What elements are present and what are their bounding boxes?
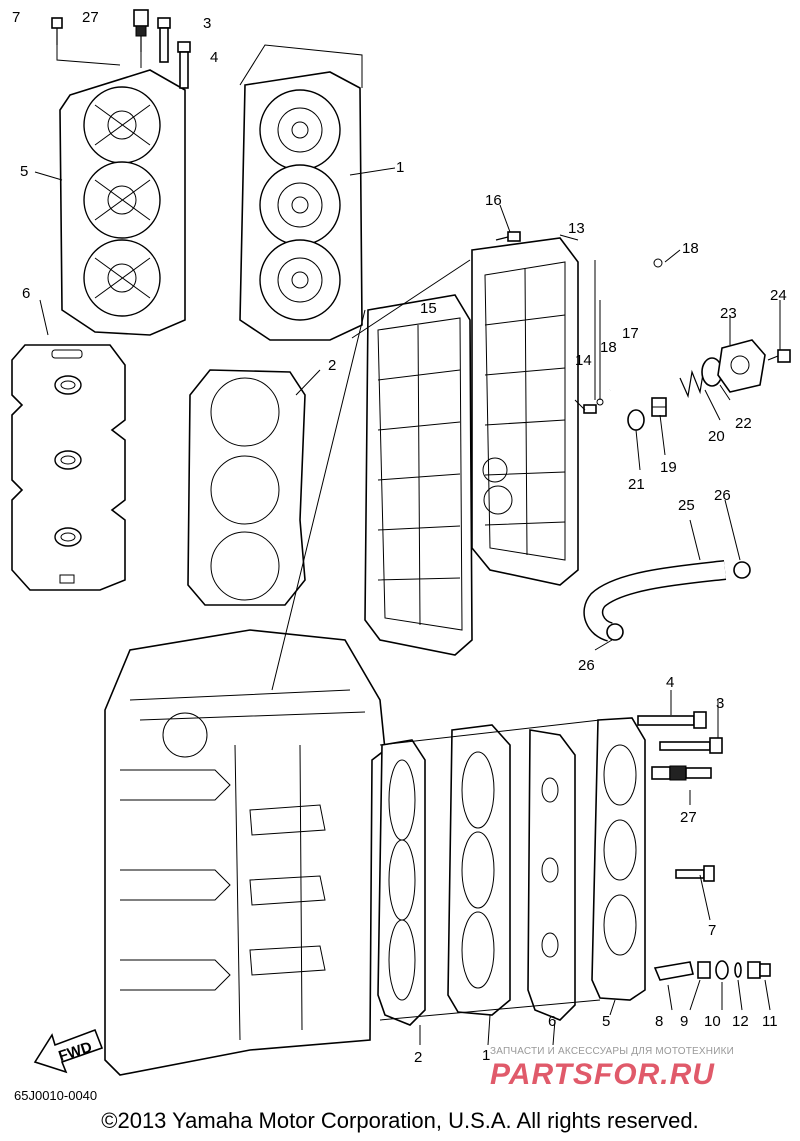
callout-15: 15: [420, 300, 437, 317]
bolt-4-low: [637, 711, 707, 729]
stud-8: [653, 961, 694, 981]
callout-10: 10: [704, 1013, 721, 1030]
clip-18-top: [653, 258, 663, 268]
callout-numbers: 7 27 3 4 5 1 6 2 16 13 18 15 14 18 17 23…: [12, 9, 787, 1066]
crankcase-block: [104, 629, 386, 1076]
callout-2-mid: 2: [328, 357, 336, 374]
callout-3-low: 3: [716, 695, 724, 712]
callout-7-low: 7: [708, 922, 716, 939]
exhaust-cover-13: [471, 237, 579, 586]
head-gasket-2-low: [377, 739, 426, 1026]
bolt-16: [495, 231, 521, 242]
callout-25: 25: [678, 497, 695, 514]
bolt-7-low: [675, 865, 715, 882]
bolt-7-top: [51, 17, 63, 45]
nut-9: [697, 961, 711, 979]
callout-26-right: 26: [714, 487, 731, 504]
callout-4-top: 4: [210, 49, 218, 66]
watermark-logo: PARTSFOR.RU: [490, 1058, 715, 1091]
spark-plug-27-top: [133, 9, 149, 52]
watermark-tagline: ЗАПЧАСТИ И АКСЕССУАРЫ ДЛЯ МОТОТЕХНИКИ: [490, 1046, 735, 1057]
fwd-arrow-icon: FWD: [33, 1028, 104, 1074]
callout-13: 13: [568, 220, 585, 237]
callout-24: 24: [770, 287, 787, 304]
gasket-6-left: [11, 344, 126, 591]
spark-plug-27-low: [651, 765, 712, 781]
callout-11: 11: [762, 1013, 778, 1030]
cover-23: [717, 339, 766, 393]
head-cover-1-low: [447, 724, 511, 1016]
hose-25: [583, 560, 727, 642]
bolt-3-top: [157, 17, 171, 63]
callout-3-top: 3: [203, 15, 211, 32]
callout-23: 23: [720, 305, 737, 322]
callout-16: 16: [485, 192, 502, 209]
callout-19: 19: [660, 459, 677, 476]
clamp-26-low: [606, 623, 624, 641]
callout-8: 8: [655, 1013, 663, 1030]
callout-2-low: 2: [414, 1049, 422, 1066]
callout-20: 20: [708, 428, 725, 445]
leader-lines: [34, 44, 781, 1046]
callout-27-low: 27: [680, 809, 697, 826]
gasket-6-low: [527, 729, 576, 1021]
bolt-24: [767, 349, 791, 363]
callout-14: 14: [575, 352, 592, 369]
callout-1-low: 1: [482, 1047, 490, 1064]
callout-1-top: 1: [396, 159, 404, 176]
callout-12: 12: [732, 1013, 749, 1030]
cylinder-head-top: [59, 69, 186, 336]
hose-17: [608, 263, 667, 392]
head-gasket-2-mid: [187, 369, 306, 606]
copyright-notice: ©2013 Yamaha Motor Corporation, U.S.A. A…: [101, 1108, 699, 1133]
drawing-code: 65J0010-0040: [14, 1088, 98, 1103]
head-cover-top: [239, 71, 363, 341]
callout-4-low: 4: [666, 674, 674, 691]
bolt-3-low: [659, 737, 723, 754]
callout-18-mid: 18: [600, 339, 617, 356]
callout-7-top: 7: [12, 9, 20, 26]
callout-6-low: 6: [548, 1013, 556, 1030]
exhaust-gasket-15: [364, 294, 473, 656]
callout-17: 17: [622, 325, 639, 342]
callout-22: 22: [735, 415, 752, 432]
callout-27-top: 27: [82, 9, 99, 26]
washer-12: [734, 962, 742, 978]
clamp-26-right: [733, 561, 751, 579]
callout-5-low: 5: [602, 1013, 610, 1030]
callout-26-low: 26: [578, 657, 595, 674]
washer-10: [715, 960, 729, 980]
callout-18-top: 18: [682, 240, 699, 257]
callout-5-top: 5: [20, 163, 28, 180]
callout-9: 9: [680, 1013, 688, 1030]
bolt-11: [747, 961, 771, 979]
fitting-14: [583, 404, 597, 414]
callout-6-left: 6: [22, 285, 30, 302]
callout-21: 21: [628, 476, 645, 493]
cylinder-head-5-low: [591, 717, 646, 1001]
bolt-4-top: [177, 41, 191, 89]
grommet-21: [627, 409, 645, 431]
thermostat-19: [651, 397, 667, 417]
